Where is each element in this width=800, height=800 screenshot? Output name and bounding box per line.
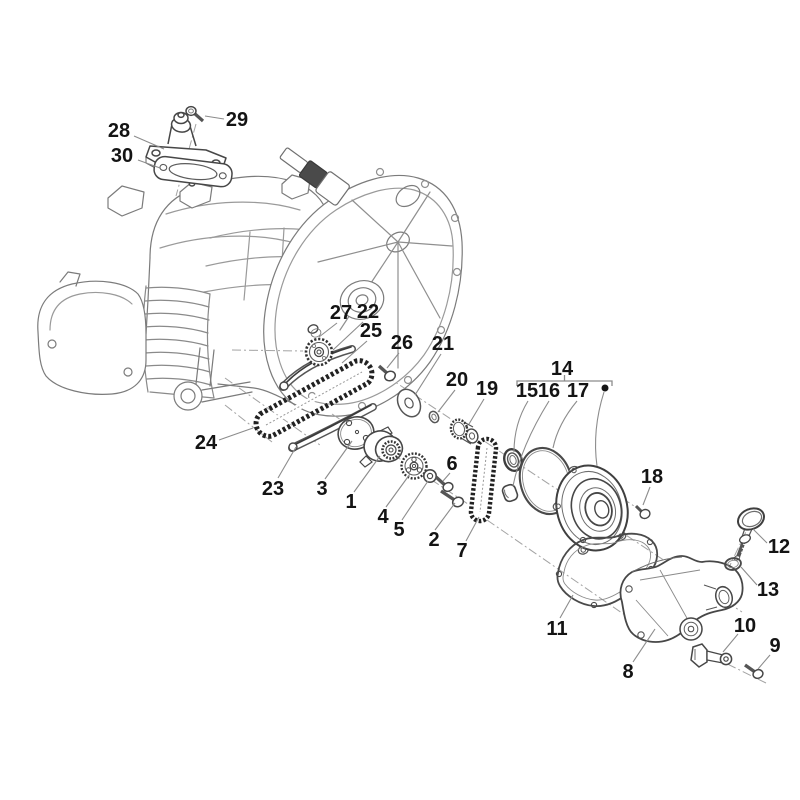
engine-assembly [37, 147, 463, 417]
part-label-21: 21 [432, 333, 454, 355]
leader-16 [512, 400, 550, 487]
valve-cover [37, 271, 147, 395]
part-label-29: 29 [226, 109, 248, 131]
part-label-30: 30 [111, 145, 133, 167]
part-label-11: 11 [546, 618, 567, 640]
part-19-sprocket [449, 418, 479, 445]
part-25-chain-guide [279, 345, 356, 391]
leader-2 [434, 502, 456, 531]
part-7-pump-chain [468, 436, 499, 524]
part-label-19: 19 [476, 378, 498, 400]
part-label-17: 17 [567, 380, 589, 402]
part-label-28: 28 [108, 120, 130, 142]
part-6-bolt [434, 475, 454, 493]
engine-mount-bracket [173, 347, 253, 411]
part-30-gasket [153, 155, 233, 188]
leader-7 [465, 516, 480, 542]
leader-17 [552, 400, 578, 449]
part-label-9: 9 [769, 635, 780, 657]
part-18-bolt [634, 504, 651, 520]
leader-6 [442, 472, 451, 482]
leader-30 [137, 159, 161, 169]
leader-21 [414, 353, 442, 396]
leader-25 [341, 340, 368, 364]
part-label-16: 16 [538, 380, 560, 402]
part-2-bolt [440, 489, 465, 508]
part-label-25: 25 [360, 320, 382, 342]
part-12-oil-cap [733, 507, 765, 561]
leader-20 [437, 389, 456, 413]
part-23-chain-guide [288, 403, 377, 452]
leader-27 [318, 322, 338, 338]
part-26-bolt [377, 364, 397, 382]
leader-26 [386, 352, 400, 369]
part-dot-flywheel-cover [552, 464, 629, 555]
leader-22 [332, 321, 364, 351]
part-24-timing-chain [253, 358, 375, 439]
crankshaft-stub [279, 147, 350, 206]
part-9-bolt [744, 663, 764, 680]
part-5-washer [422, 468, 437, 483]
group-14-bracket [516, 375, 613, 386]
part-label-27: 27 [330, 302, 352, 324]
part-10-bracket [690, 643, 733, 668]
part-label-18: 18 [641, 466, 663, 488]
part-29-bolt [185, 105, 205, 123]
part-label-12: 12 [768, 536, 790, 558]
part-8-cover [619, 555, 744, 643]
part-label-20: 20 [446, 369, 468, 391]
part-label-13: 13 [757, 579, 779, 601]
part-20-ring [428, 410, 440, 424]
leader-29 [204, 115, 225, 120]
leader-28 [133, 135, 165, 150]
leader-5 [401, 480, 429, 521]
part-label-2: 2 [428, 529, 439, 551]
group-14-dot-marker [601, 384, 609, 392]
part-label-5: 5 [393, 519, 404, 541]
part-label-10: 10 [734, 615, 756, 637]
leader-13 [740, 566, 758, 586]
part-label-1: 1 [345, 491, 356, 513]
leader-24 [218, 427, 254, 441]
leader-23 [277, 446, 297, 479]
leader-12 [752, 528, 768, 544]
leader-9 [757, 654, 771, 670]
part-13-o-ring [724, 557, 742, 571]
part-16-spacer [501, 483, 519, 503]
part-label-3: 3 [316, 478, 327, 500]
leader-18 [642, 486, 651, 506]
part-label-7: 7 [456, 540, 467, 562]
leader-8 [632, 628, 656, 663]
part-label-8: 8 [622, 661, 633, 683]
part-21-washer-disc [396, 388, 422, 418]
part-label-4: 4 [377, 506, 389, 528]
leader-11 [559, 594, 574, 619]
leader-1 [353, 455, 381, 493]
part-4-pump-gear [400, 452, 428, 480]
leader-3 [324, 440, 353, 480]
leader-dot [595, 391, 605, 467]
leader-19 [468, 398, 485, 425]
part-label-24: 24 [195, 432, 218, 454]
part-27-pad [307, 324, 322, 338]
leader-10 [722, 633, 739, 653]
part-label-15: 15 [516, 380, 538, 402]
part-label-6: 6 [446, 453, 457, 475]
part-label-22: 22 [357, 301, 379, 323]
leader-15 [513, 400, 529, 453]
leader-4 [385, 473, 411, 508]
part-label-26: 26 [391, 332, 413, 354]
part-22-sprocket [304, 337, 334, 367]
part-1-oil-pump [359, 426, 404, 468]
part-label-14: 14 [551, 358, 574, 380]
part-label-23: 23 [262, 478, 284, 500]
